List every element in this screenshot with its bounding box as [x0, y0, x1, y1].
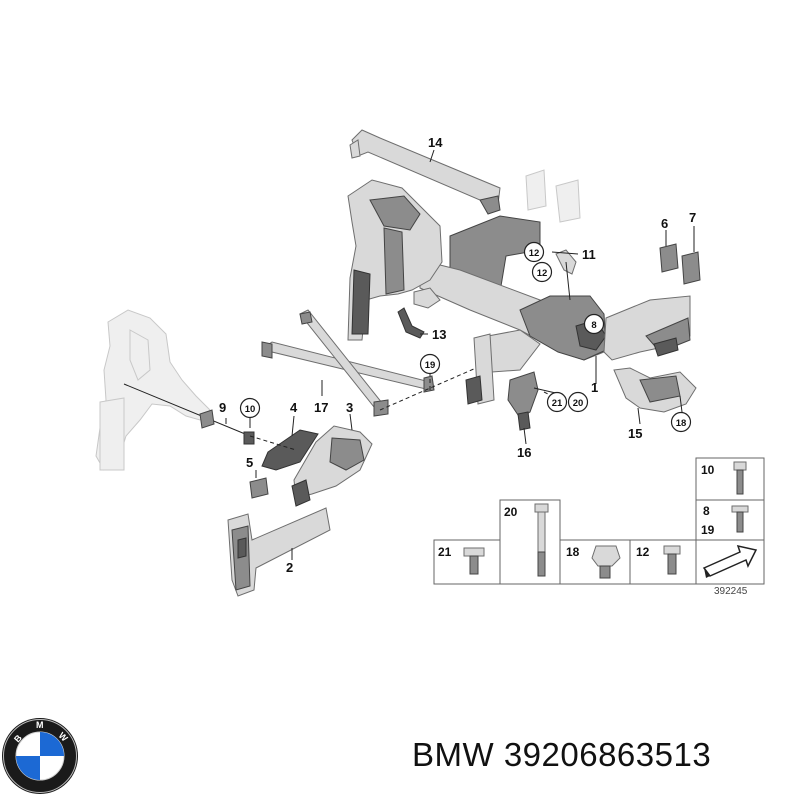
fastener-box-21: 21 — [438, 545, 452, 559]
fastener-box-12: 12 — [636, 545, 650, 559]
svg-text:21: 21 — [552, 398, 563, 409]
svg-text:19: 19 — [425, 360, 436, 371]
svg-text:12: 12 — [537, 268, 548, 279]
fastener-box-8: 8 — [703, 504, 710, 518]
part-14-crossmember — [349, 129, 501, 215]
fastener-box-20: 20 — [504, 505, 518, 519]
svg-text:8: 8 — [591, 320, 596, 331]
bmw-logo: B M W — [2, 718, 78, 794]
part-2-bracket — [227, 507, 331, 597]
fastener-box-18: 18 — [566, 545, 580, 559]
fastener-box-19: 19 — [701, 523, 715, 537]
circled-callout-21: 21 — [546, 391, 568, 413]
part-9-rod — [123, 383, 255, 445]
part-15-bracket — [613, 367, 697, 413]
svg-text:10: 10 — [245, 404, 256, 415]
right-extension-rail — [603, 295, 691, 361]
callout-labels: 14 6 7 11 13 1 9 4 17 3 5 15 16 2 — [219, 135, 696, 575]
callout-14: 14 — [428, 135, 443, 150]
part-6-plate — [659, 243, 679, 273]
left-strut-tower — [347, 179, 443, 341]
diagram-number: 392245 — [714, 586, 748, 597]
callout-9: 9 — [219, 400, 226, 415]
circled-callout-18: 18 — [670, 411, 692, 433]
bolt-12-icon — [663, 545, 681, 575]
svg-text:20: 20 — [573, 398, 584, 409]
circled-callout-19: 19 — [419, 353, 441, 375]
circled-callout-10: 10 — [239, 397, 261, 419]
callout-17: 17 — [314, 400, 328, 415]
part-13-bracket — [397, 307, 425, 339]
callout-13: 13 — [432, 327, 446, 342]
arrow-icon — [702, 544, 758, 578]
callout-3: 3 — [346, 400, 353, 415]
fastener-key: 20 10 8 19 21 18 12 — [433, 457, 765, 597]
callout-1: 1 — [591, 380, 598, 395]
part-7-plate — [681, 251, 701, 285]
callout-5: 5 — [246, 455, 253, 470]
ghost-subframe — [95, 309, 211, 471]
circled-callout-8: 8 — [583, 313, 605, 335]
svg-text:12: 12 — [529, 248, 540, 259]
ghost-brackets — [525, 169, 581, 223]
part-5-block — [249, 477, 269, 499]
callout-11: 11 — [582, 247, 596, 262]
callout-7: 7 — [689, 210, 696, 225]
circled-callout-20: 20 — [567, 391, 589, 413]
bolt-20-icon — [534, 503, 549, 577]
circled-callouts: 12 12 8 19 21 20 10 18 — [239, 241, 692, 433]
svg-text:B: B — [12, 732, 24, 744]
part-16-bracket — [507, 371, 539, 431]
part-11-bracket — [555, 249, 577, 301]
part-1-main-frame — [419, 215, 607, 373]
part-4-plate — [261, 429, 319, 471]
part-3-bracket — [291, 425, 373, 507]
vertical-strut — [465, 333, 495, 405]
callout-4: 4 — [290, 400, 298, 415]
bolt-8-19-icon — [731, 505, 749, 533]
fastener-box-10: 10 — [701, 463, 715, 477]
svg-text:M: M — [36, 720, 44, 730]
callout-16: 16 — [517, 445, 531, 460]
bolt-21-icon — [463, 547, 485, 575]
svg-text:18: 18 — [676, 418, 687, 429]
bolt-10-icon — [733, 461, 747, 495]
bolt-18-icon — [591, 545, 621, 579]
part-17-x-brace — [261, 309, 435, 417]
circled-callout-12b: 12 — [531, 261, 553, 283]
leader-lines — [225, 149, 695, 560]
callout-15: 15 — [628, 426, 642, 441]
circled-callout-12a: 12 — [523, 241, 545, 263]
callout-6: 6 — [661, 216, 668, 231]
callout-2: 2 — [286, 560, 293, 575]
part-number-caption: BMW 39206863513 — [412, 736, 712, 773]
